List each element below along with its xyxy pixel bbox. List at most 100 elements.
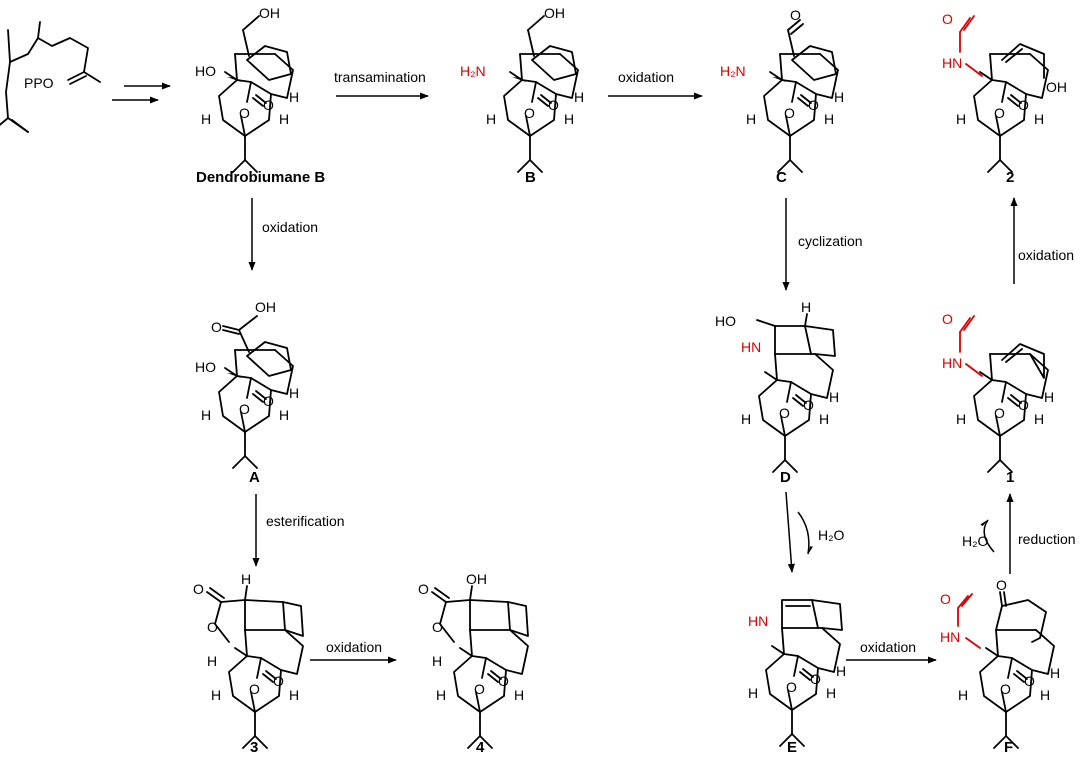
one-h2: H [1034,411,1044,427]
four-h3: H [514,687,524,703]
b-h3: H [574,89,584,105]
h2o-loss-curve [797,511,813,555]
four-o-ring: O [432,619,443,635]
compound-c: O H₂N H H O O H [720,7,844,173]
label-e: E [787,739,797,756]
three-o-ring: O [207,619,218,635]
c-h2: H [824,111,834,127]
reagent-oxidation-3-4: oxidation [326,639,382,655]
arrow-d-e [785,491,795,573]
four-o2: O [498,673,509,689]
label-dendrobiumane-b: Dendrobiumane B [196,169,325,186]
two-hn: HN [942,55,962,71]
compound-f: O HN O H H H O O [940,577,1060,749]
one-h1: H [956,411,966,427]
d-h3: H [829,389,839,405]
one-h3: H [1044,389,1054,405]
label-f: F [1004,739,1013,756]
b-h2: H [564,111,574,127]
one-o1: O [994,405,1005,421]
a-oh: OH [255,299,276,315]
one-o2: O [1018,397,1029,413]
three-h3: H [289,687,299,703]
d-h-top: H [801,299,811,315]
b-oh: OH [544,5,565,21]
e-o1: O [786,679,797,695]
compound-dendrobiumane-b: OH HO H H O O H [195,5,299,173]
three-h-top: H [241,571,251,587]
compound-e: HN H H H O O [748,599,846,747]
compound-1: O HN H H O O H [942,311,1054,473]
reagent-oxidation-db-a: oxidation [262,219,318,235]
c-o1: O [784,105,795,121]
a-o1: O [239,401,250,417]
db-h1: H [201,111,211,127]
e-h2: H [826,685,836,701]
e-o2: O [810,671,821,687]
b-o1: O [524,105,535,121]
four-h2: H [436,687,446,703]
four-o1: O [474,681,485,697]
d-h1: H [741,411,751,427]
label-a: A [249,469,260,486]
compound-4: O OH O H H H O O [418,571,529,749]
c-o-aldehyde: O [790,7,801,23]
e-h3: H [836,663,846,679]
d-h2: H [819,411,829,427]
d-o2: O [803,397,814,413]
label-2: 2 [1006,169,1014,186]
a-h1: H [201,407,211,423]
four-h1: H [432,653,442,669]
db-o1: O [239,105,250,121]
two-o1: O [994,105,1005,121]
f-hn: HN [940,629,960,645]
f-o-ketone: O [996,577,1007,593]
four-oh: OH [466,571,487,587]
three-o2: O [273,673,284,689]
c-o2: O [808,97,819,113]
compound-2: O HN OH H O O H [942,11,1067,173]
three-o1: O [249,681,260,697]
compound-3: O O H H H H O O [193,571,304,749]
db-oh: OH [259,5,280,21]
three-h1: H [207,653,217,669]
label-4: 4 [476,739,485,756]
label-d: D [780,469,791,486]
reagent-oxidation-e-f: oxidation [860,639,916,655]
compound-a: OH O HO H H O O H [195,299,299,469]
c-h1: H [746,111,756,127]
two-o2: O [1018,97,1029,113]
e-hn: HN [748,613,768,629]
reagent-oxidation-1-2: oxidation [1018,247,1074,263]
f-h2: H [1040,687,1050,703]
f-h1: H [958,687,968,703]
farnesyl-pyrophosphate: PPO [0,21,101,133]
reagent-cyclization: cyclization [798,233,863,249]
e-h1: H [748,685,758,701]
db-o2: O [263,97,274,113]
b-nh2: H₂N [460,63,486,79]
f-o2: O [1024,673,1035,689]
a-ho: HO [195,359,216,375]
a-o2: O [263,393,274,409]
f-h3: H [1050,665,1060,681]
d-ho: HO [715,313,736,329]
b-h1: H [486,111,496,127]
two-h2: H [1034,111,1044,127]
three-h2: H [211,687,221,703]
one-o: O [942,311,953,327]
two-o: O [942,11,953,27]
one-hn: HN [942,355,962,371]
two-oh: OH [1046,79,1067,95]
b-o2: O [548,97,559,113]
d-o1: O [779,405,790,421]
compound-d: HO HN H H H O O H [715,299,839,473]
two-h1: H [956,111,966,127]
reagent-transamination: transamination [334,69,426,85]
compound-b: OH H₂N H H O O H [460,5,584,173]
db-h3: H [289,89,299,105]
reagent-h2o-red: H₂O [962,533,989,549]
label-3: 3 [250,739,258,756]
ppo-label: PPO [24,75,54,91]
